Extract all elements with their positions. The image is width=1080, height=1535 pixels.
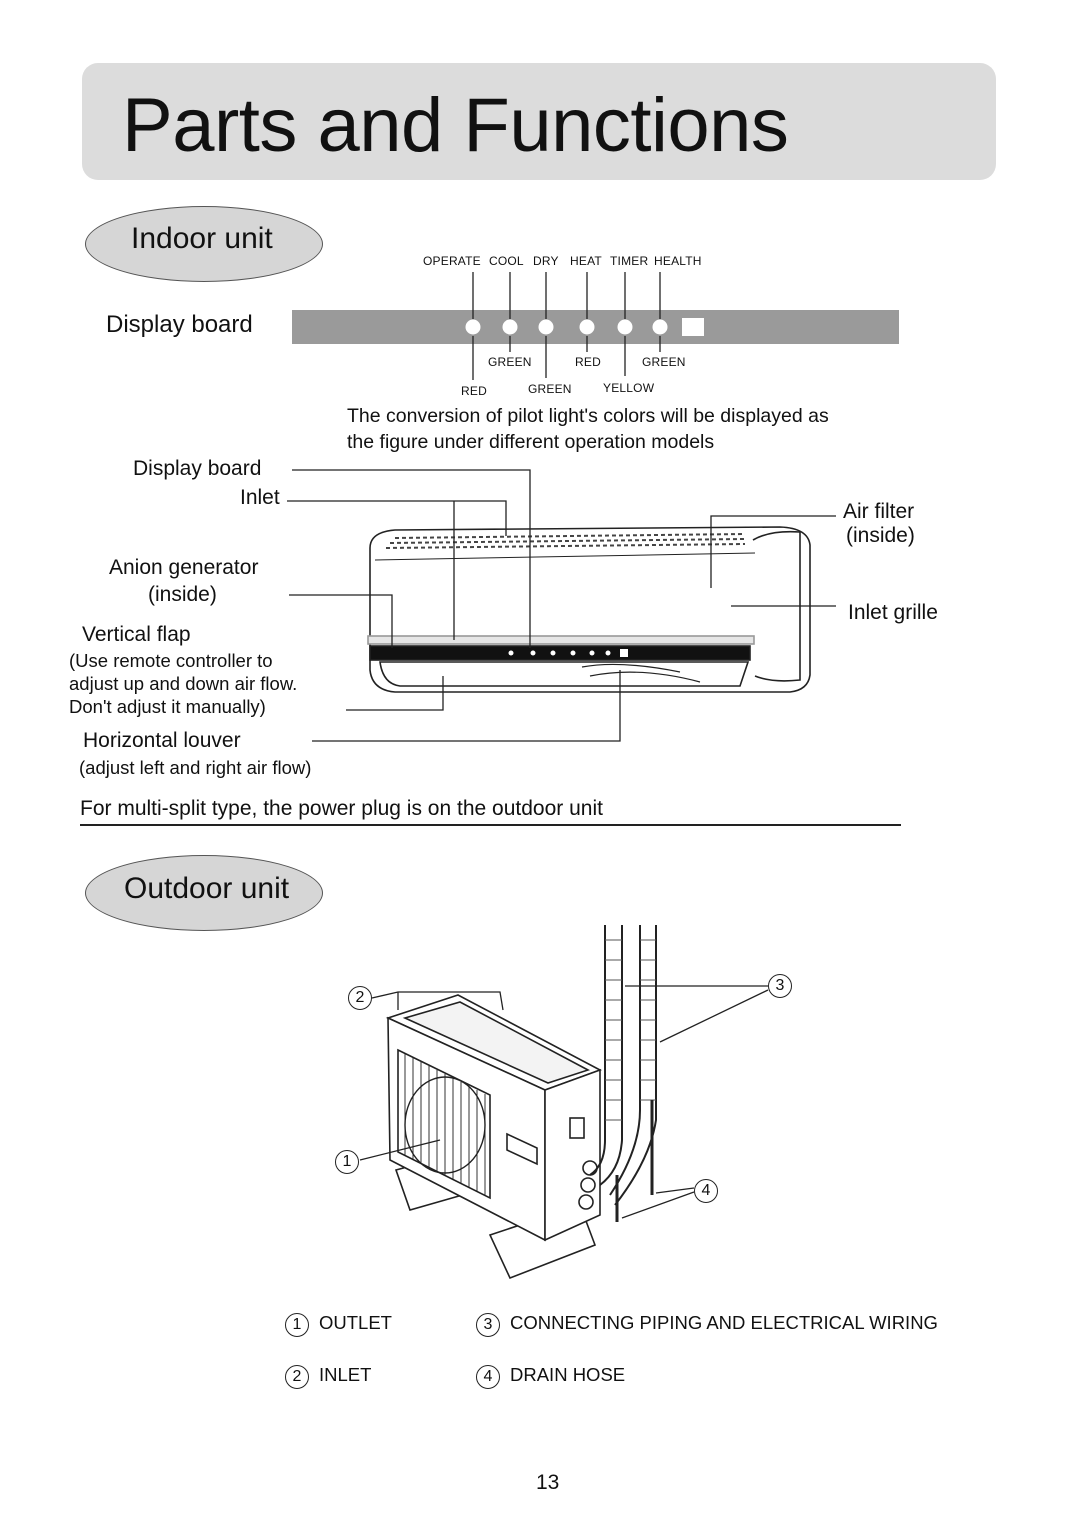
label-anion-inside: (inside) xyxy=(148,583,217,606)
indicator-health: HEALTH xyxy=(654,254,702,268)
color-label-yellow: YELLOW xyxy=(603,381,655,395)
indicator-operate: OPERATE xyxy=(423,254,481,268)
indoor-unit-heading: Indoor unit xyxy=(131,222,273,255)
indicator-leader-lines xyxy=(472,272,661,380)
multi-split-note: For multi-split type, the power plug is … xyxy=(80,797,603,820)
legend-number: 3 xyxy=(476,1313,500,1337)
label-horizontal-louver: Horizontal louver xyxy=(83,729,241,752)
label-air-filter: Air filter xyxy=(843,500,915,523)
label-vertical-flap: Vertical flap xyxy=(82,623,191,646)
indicator-timer: TIMER xyxy=(610,254,649,268)
outdoor-unit-heading: Outdoor unit xyxy=(124,872,290,905)
title-banner xyxy=(82,63,996,180)
display-board-title: Display board xyxy=(106,311,253,338)
legend-number: 4 xyxy=(476,1365,500,1389)
vertical-flap-note-2: adjust up and down air flow. xyxy=(69,673,298,694)
label-display-board: Display board xyxy=(133,457,262,480)
color-label-green: GREEN xyxy=(642,355,686,369)
conversion-note-line1: The conversion of pilot light's colors w… xyxy=(347,405,829,427)
indoor-unit-heading-pill xyxy=(85,206,323,282)
label-leader-lines xyxy=(80,469,901,826)
indoor-unit-drawing xyxy=(367,526,811,693)
color-label-green: GREEN xyxy=(488,355,532,369)
callout-3: 3 xyxy=(768,974,802,998)
color-label-red: RED xyxy=(575,355,601,369)
vertical-flap-note-3: Don't adjust it manually) xyxy=(69,696,266,717)
outdoor-unit-drawing xyxy=(385,925,657,1280)
outdoor-unit-heading-pill xyxy=(85,855,323,931)
color-label-green: GREEN xyxy=(528,382,572,396)
legend-number: 2 xyxy=(285,1365,309,1389)
callout-4: 4 xyxy=(694,1179,728,1203)
callout-1: 1 xyxy=(335,1150,369,1174)
callout-2: 2 xyxy=(348,986,382,1010)
horizontal-louver-note: (adjust left and right air flow) xyxy=(79,757,312,778)
display-board-panel xyxy=(292,310,899,344)
label-inlet: Inlet xyxy=(240,486,280,509)
legend-number: 1 xyxy=(285,1313,309,1337)
indicator-cool: COOL xyxy=(489,254,524,268)
vertical-flap-note-1: (Use remote controller to xyxy=(69,650,273,671)
outdoor-leader-lines xyxy=(359,985,769,1219)
page-title: Parts and Functions xyxy=(122,83,789,168)
color-label-red: RED xyxy=(461,384,487,398)
conversion-note-line2: the figure under different operation mod… xyxy=(347,431,715,453)
indicator-dry: DRY xyxy=(533,254,559,268)
label-inlet-grille: Inlet grille xyxy=(848,601,938,624)
page-number: 13 xyxy=(536,1471,560,1494)
indicator-heat: HEAT xyxy=(570,254,602,268)
label-air-filter-inside: (inside) xyxy=(846,524,915,547)
label-anion-generator: Anion generator xyxy=(109,556,259,579)
